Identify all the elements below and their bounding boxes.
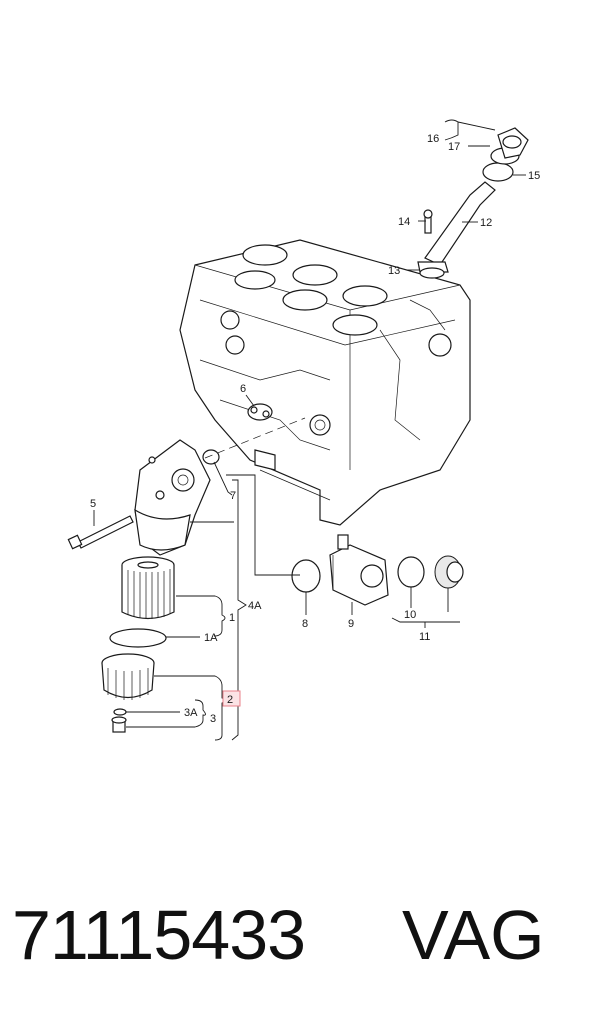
oil-cooler [329, 534, 389, 606]
adapter-11 [434, 555, 464, 589]
o-ring-8 [291, 559, 321, 593]
o-ring-10 [397, 556, 425, 588]
bolt-5 [67, 515, 134, 550]
drain-plug [111, 716, 127, 733]
callout-3a: 3A [184, 707, 198, 719]
callout-2: 2 [227, 694, 233, 706]
o-ring-1a [109, 628, 167, 648]
callout-10: 10 [404, 609, 416, 621]
oil-filter-housing [134, 439, 220, 556]
oil-filter-element [121, 556, 175, 620]
callout-13: 13 [388, 265, 400, 277]
callout-12: 12 [480, 217, 492, 229]
callout-1: 1 [229, 612, 235, 624]
seal-3a [113, 708, 127, 716]
callout-6: 6 [240, 383, 246, 395]
callout-3: 3 [210, 713, 216, 725]
part-number: 71115433 [12, 896, 306, 974]
brand-name: VAG [402, 896, 545, 974]
footer: 71115433 VAG [0, 890, 600, 980]
leader-lines [93, 119, 526, 741]
callout-7: 7 [230, 490, 236, 502]
callout-labels: 16 17 15 14 12 13 6 7 5 4A 1 1A 2 3A 3 8… [90, 133, 540, 725]
callout-11: 11 [419, 631, 430, 643]
filter-cap [101, 653, 155, 700]
callout-1a: 1A [204, 632, 218, 644]
callout-4a: 4A [248, 600, 262, 612]
callout-15: 15 [528, 170, 540, 182]
exploded-parts-diagram: 16 17 15 14 12 13 6 7 5 4A 1 1A 2 3A 3 8… [67, 119, 540, 741]
seal-6 [247, 403, 273, 421]
callout-9: 9 [348, 618, 354, 630]
engine-block [179, 239, 471, 526]
callout-8: 8 [302, 618, 308, 630]
callout-5: 5 [90, 498, 96, 510]
highlight-box-2 [222, 690, 241, 707]
callout-14: 14 [398, 216, 410, 228]
callout-17: 17 [448, 141, 460, 153]
dipstick-tube-assembly [417, 127, 529, 279]
callout-16: 16 [427, 133, 439, 145]
